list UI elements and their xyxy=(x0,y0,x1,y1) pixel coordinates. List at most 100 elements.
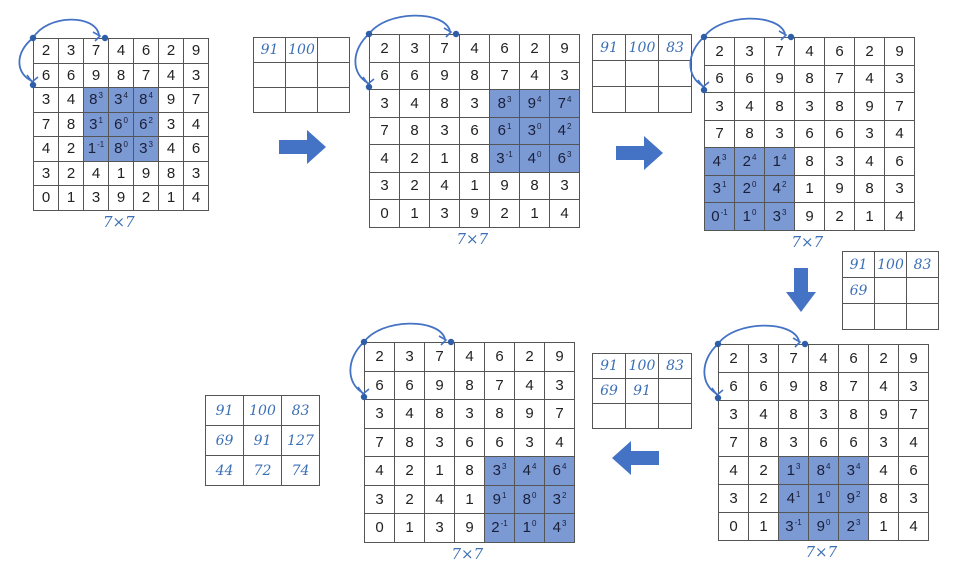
grid-cell: 9 xyxy=(83,62,109,88)
grid-cell: 4 xyxy=(549,199,580,228)
output-cell: 74 xyxy=(281,455,320,486)
grid-cell: 9 xyxy=(133,160,159,186)
kernel-weight: 0 xyxy=(123,115,128,125)
output-cell: 69 xyxy=(592,378,626,404)
output-cell: 100 xyxy=(625,34,659,61)
arrow-right-2 xyxy=(616,136,664,175)
size-label-step-5: 7×7 xyxy=(451,544,484,563)
grid-cell: 8 xyxy=(838,400,869,429)
kernel-cell: 10 xyxy=(734,202,765,231)
kernel-cell: 3-1 xyxy=(489,144,520,173)
stride-dot-icon xyxy=(452,30,460,38)
grid-cell: 1 xyxy=(394,513,425,543)
kernel-weight: 4 xyxy=(751,152,757,162)
kernel-weight: 4 xyxy=(531,462,537,472)
grid-cell: 2 xyxy=(489,199,520,228)
cell-value: 4 xyxy=(522,462,531,480)
grid-cell: 9 xyxy=(824,174,855,203)
grid-cell: 7 xyxy=(544,399,575,429)
cell-value: 9 xyxy=(527,94,536,112)
arrowhead-icon xyxy=(711,387,724,397)
grid-cell: 4 xyxy=(183,185,209,211)
grid-cell: 2 xyxy=(33,38,59,64)
arrow-down xyxy=(786,268,816,317)
stride-dot-icon xyxy=(714,394,722,402)
grid-cell: 9 xyxy=(544,342,575,372)
stride-dot-icon xyxy=(29,34,37,42)
arrowhead-icon xyxy=(362,76,375,86)
output-cell xyxy=(658,378,692,404)
kernel-weight: -1 xyxy=(794,518,802,527)
output-cell: 91 xyxy=(205,395,244,426)
kernel-cell: 23 xyxy=(838,512,869,541)
size-label-step-3: 7×7 xyxy=(791,232,824,251)
grid-cell: 8 xyxy=(108,62,134,88)
cell-value: 6 xyxy=(557,149,566,167)
kernel-cell: 42 xyxy=(764,174,795,203)
stride-vertical-arrow-icon xyxy=(689,36,705,87)
grid-cell: 4 xyxy=(794,37,825,66)
grid-cell: 8 xyxy=(794,64,825,93)
kernel-weight: 2 xyxy=(566,122,572,132)
kernel-cell: 33 xyxy=(133,136,159,162)
output-cell: 69 xyxy=(205,425,244,456)
arrowhead-icon xyxy=(92,31,102,42)
stride-vertical-arrow-icon xyxy=(18,37,34,82)
cell-value: 3 xyxy=(772,207,781,225)
arrow-shape xyxy=(612,441,659,475)
output-cell xyxy=(253,62,286,88)
grid-cell: 6 xyxy=(399,61,430,90)
cell-value: 6 xyxy=(497,122,506,140)
grid-cell: 9 xyxy=(489,171,520,200)
stride-dot-icon xyxy=(360,338,368,346)
kernel-cell: 91 xyxy=(484,484,515,514)
grid-cell: 4 xyxy=(734,92,765,121)
kernel-weight: 4 xyxy=(825,462,831,471)
output-cell: 91 xyxy=(592,34,626,61)
kernel-cell: 43 xyxy=(704,147,735,176)
kernel-weight: -1 xyxy=(500,519,508,529)
grid-cell: 7 xyxy=(484,370,515,400)
kernel-cell: 61 xyxy=(489,116,520,145)
output-row xyxy=(592,60,692,87)
output-row: 69 xyxy=(842,277,939,304)
grid-cell: 2 xyxy=(394,456,425,486)
size-label-step-4: 7×7 xyxy=(805,543,838,561)
stride-dot-icon xyxy=(447,338,455,346)
cell-value: 6 xyxy=(552,462,561,480)
grid-cell: 9 xyxy=(778,372,809,401)
grid-cell: 7 xyxy=(898,400,929,429)
cell-value: 1 xyxy=(522,519,531,537)
grid-cell: 0 xyxy=(718,512,749,541)
grid-cell: 8 xyxy=(394,427,425,457)
grid-cell: 6 xyxy=(898,456,929,485)
stride-arrow-icon xyxy=(18,18,109,89)
cell-value: 3 xyxy=(89,115,98,133)
grid-cell: 6 xyxy=(459,116,490,145)
output-cell xyxy=(658,60,692,87)
output-cell: 72 xyxy=(243,455,282,486)
grid-cell: 3 xyxy=(898,372,929,401)
arrowhead-icon xyxy=(443,27,453,38)
kernel-cell: 24 xyxy=(734,147,765,176)
cell-value: 4 xyxy=(527,149,536,167)
